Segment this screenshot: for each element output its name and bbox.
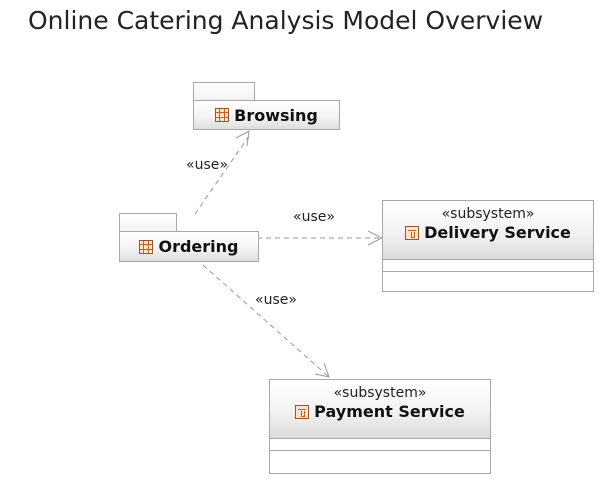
edge-label-delivery: «use» [293,209,335,225]
edge-label-browsing: «use» [186,157,228,173]
subsystem-name-row: Payment Service [270,402,490,422]
subsystem-stereotype: «subsystem» [441,206,535,222]
diagram-title: Online Catering Analysis Model Overview [28,6,544,35]
package-body: Browsing [193,100,340,130]
subsystem-name-row: Delivery Service [383,223,593,243]
package-body: Ordering [119,231,259,262]
package-icon [215,108,230,122]
package-tab [193,82,255,100]
subsystem-header: «subsystem» Delivery Service [383,201,593,260]
dependency-ordering-browsing [194,135,250,215]
package-icon [139,239,154,254]
arrowhead-browsing [235,130,250,147]
package-name: Ordering [158,237,239,256]
package-browsing[interactable]: Browsing [193,82,340,130]
package-name: Browsing [234,105,318,125]
package-tab [119,213,177,231]
subsystem-compartment [383,260,593,272]
subsystem-name: Delivery Service [424,223,571,242]
subsystem-name: Payment Service [314,402,465,421]
subsystem-header: «subsystem» Payment Service [270,380,490,439]
subsystem-icon [405,226,420,240]
subsystem-delivery-service[interactable]: «subsystem» Delivery Service [382,200,594,292]
edge-label-payment: «use» [255,292,297,308]
subsystem-stereotype: «subsystem» [333,385,427,401]
subsystem-payment-service[interactable]: «subsystem» Payment Service [269,379,491,474]
package-ordering[interactable]: Ordering [119,213,259,262]
dependency-ordering-payment [202,264,330,378]
arrowhead-payment [314,362,330,378]
subsystem-compartment [270,439,490,451]
subsystem-icon [295,405,310,419]
